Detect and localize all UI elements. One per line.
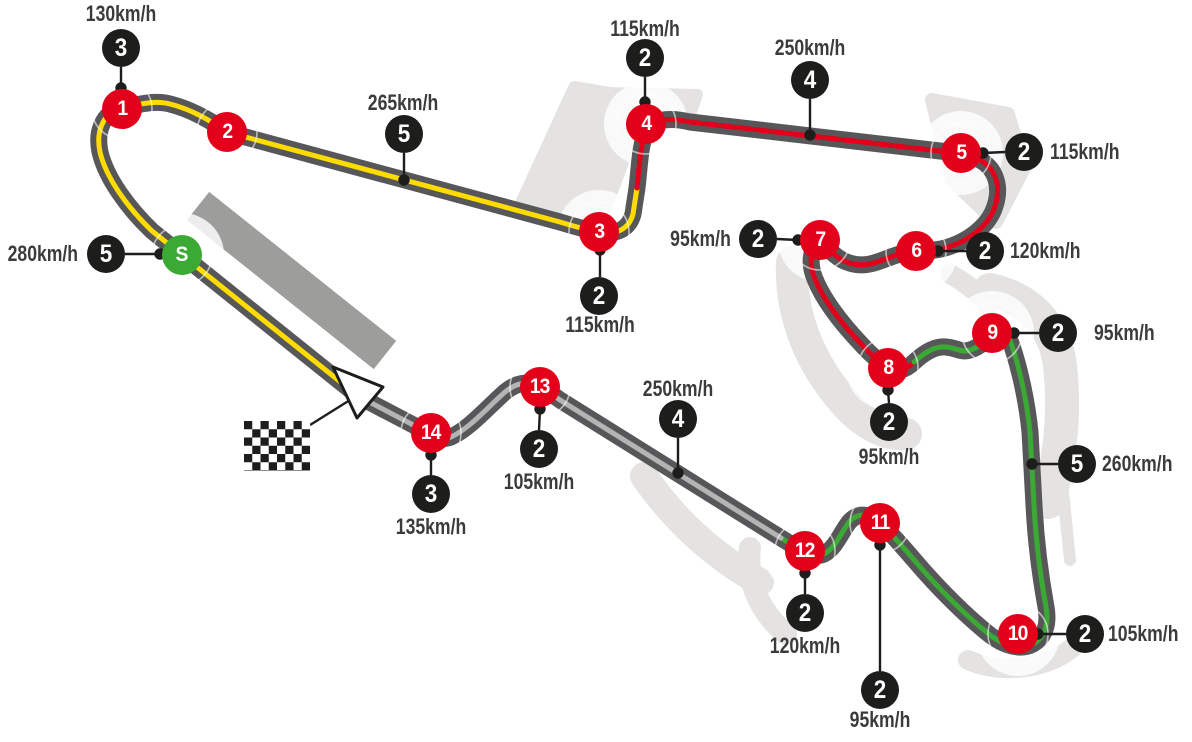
speed-label-corner-9: 95km/h — [1094, 320, 1155, 345]
speed-label-start: 280km/h — [7, 241, 78, 266]
gear-badge-straight-12: 4 — [659, 400, 697, 438]
gear-badge-corner-10: 2 — [1066, 615, 1104, 653]
direction-arrow-icon — [331, 365, 385, 420]
speed-label-straight-12: 250km/h — [642, 376, 714, 401]
gear-badge-corner-3: 2 — [580, 277, 618, 315]
speed-label-corner-14: 135km/h — [395, 514, 467, 539]
corner-number: 5 — [956, 141, 967, 164]
speed-label-corner-12: 120km/h — [769, 633, 841, 658]
gear-number: 5 — [397, 119, 411, 148]
gear-badge-straight-9: 5 — [1058, 445, 1096, 483]
pit-lane — [186, 191, 397, 370]
corner-marker-14: 14 — [411, 413, 451, 453]
corner-number: 3 — [594, 220, 605, 243]
corner-marker-5: 5 — [941, 133, 981, 173]
corner-number: 6 — [911, 239, 922, 262]
gear-number: 3 — [114, 33, 128, 62]
gear-number: 2 — [1078, 619, 1092, 648]
corner-number: 10 — [1008, 622, 1029, 645]
gear-badge-corner-5: 2 — [1005, 133, 1043, 171]
corner-number: 12 — [795, 539, 816, 562]
gear-badge-corner-13: 2 — [520, 430, 558, 468]
speed-label-corner-11: 95km/h — [849, 707, 911, 732]
gear-badge-corner-12: 2 — [786, 594, 824, 632]
corner-marker-1: 1 — [102, 89, 142, 129]
sector-2-line — [634, 116, 1001, 373]
gear-number: 2 — [873, 675, 887, 704]
corner-marker-3: 3 — [579, 212, 619, 252]
corner-number: 8 — [883, 356, 894, 379]
gear-badge-corner-7: 2 — [739, 220, 777, 258]
corner-number: 7 — [815, 228, 826, 251]
gear-number: 4 — [803, 65, 817, 94]
corner-number: 4 — [641, 112, 652, 135]
gear-number: 5 — [1070, 449, 1084, 478]
corner-marker-7: 7 — [800, 220, 840, 260]
corner-marker-8: 8 — [868, 348, 908, 388]
gear-number: 2 — [592, 281, 606, 310]
speed-label-corner-5: 115km/h — [1050, 139, 1120, 164]
corner-marker-10: 10 — [998, 614, 1038, 654]
gear-number: 2 — [798, 598, 812, 627]
gear-number: 5 — [99, 239, 113, 268]
gear-badge-corner-11: 2 — [861, 671, 899, 709]
checkered-flag-icon — [244, 421, 310, 471]
gear-number: 2 — [532, 434, 546, 463]
corner-marker-13: 13 — [520, 367, 560, 407]
corner-marker-9: 9 — [972, 313, 1012, 353]
gear-badge-corner-1: 3 — [102, 29, 140, 67]
speed-label-corner-1: 130km/h — [85, 1, 157, 26]
speed-label-straight-4: 250km/h — [774, 35, 846, 60]
gear-number: 3 — [424, 479, 438, 508]
corner-number: 14 — [421, 421, 442, 444]
gear-badge-corner-4: 2 — [626, 39, 664, 77]
corner-marker-4: 4 — [626, 104, 666, 144]
gear-number: 2 — [882, 407, 896, 436]
speed-label-corner-7: 95km/h — [670, 226, 731, 251]
corner-marker-6: 6 — [896, 231, 936, 271]
corner-number: 9 — [987, 321, 998, 344]
corner-number: 13 — [530, 375, 551, 398]
corner-marker-12: 12 — [785, 531, 825, 571]
gear-number: 2 — [978, 236, 992, 265]
speed-label-corner-13: 105km/h — [503, 469, 575, 494]
gear-number: 2 — [751, 224, 765, 253]
gear-badge-corner-8: 2 — [870, 403, 908, 441]
corner-marker-11: 11 — [860, 503, 900, 543]
gear-badge-corner-14: 3 — [412, 475, 450, 513]
speed-label-corner-8: 95km/h — [858, 444, 920, 469]
speed-label-corner-4: 115km/h — [610, 16, 680, 41]
corner-number: 2 — [222, 120, 233, 143]
gear-badge-straight-4: 4 — [791, 61, 829, 99]
corner-number: 11 — [870, 511, 891, 534]
start-letter: S — [176, 243, 189, 266]
gear-number: 4 — [671, 404, 685, 433]
gear-number: 2 — [638, 43, 652, 72]
speed-label-corner-3: 115km/h — [565, 312, 635, 337]
gear-number: 2 — [1017, 137, 1031, 166]
corner-marker-2: 2 — [207, 112, 247, 152]
gear-badge-corner-9: 2 — [1039, 314, 1077, 352]
gear-badge-corner-6: 2 — [966, 232, 1004, 270]
speed-label-straight-9: 260km/h — [1102, 451, 1173, 476]
gear-badge-straight-2: 5 — [385, 115, 423, 153]
corner-number: 1 — [117, 97, 128, 120]
speed-label-corner-6: 120km/h — [1010, 238, 1081, 263]
gear-number: 2 — [1051, 318, 1065, 347]
gear-badge-start: 5 — [87, 235, 125, 273]
speed-label-straight-2: 265km/h — [367, 90, 439, 115]
start-marker: S — [162, 235, 202, 275]
speed-label-corner-10: 105km/h — [1108, 621, 1179, 646]
